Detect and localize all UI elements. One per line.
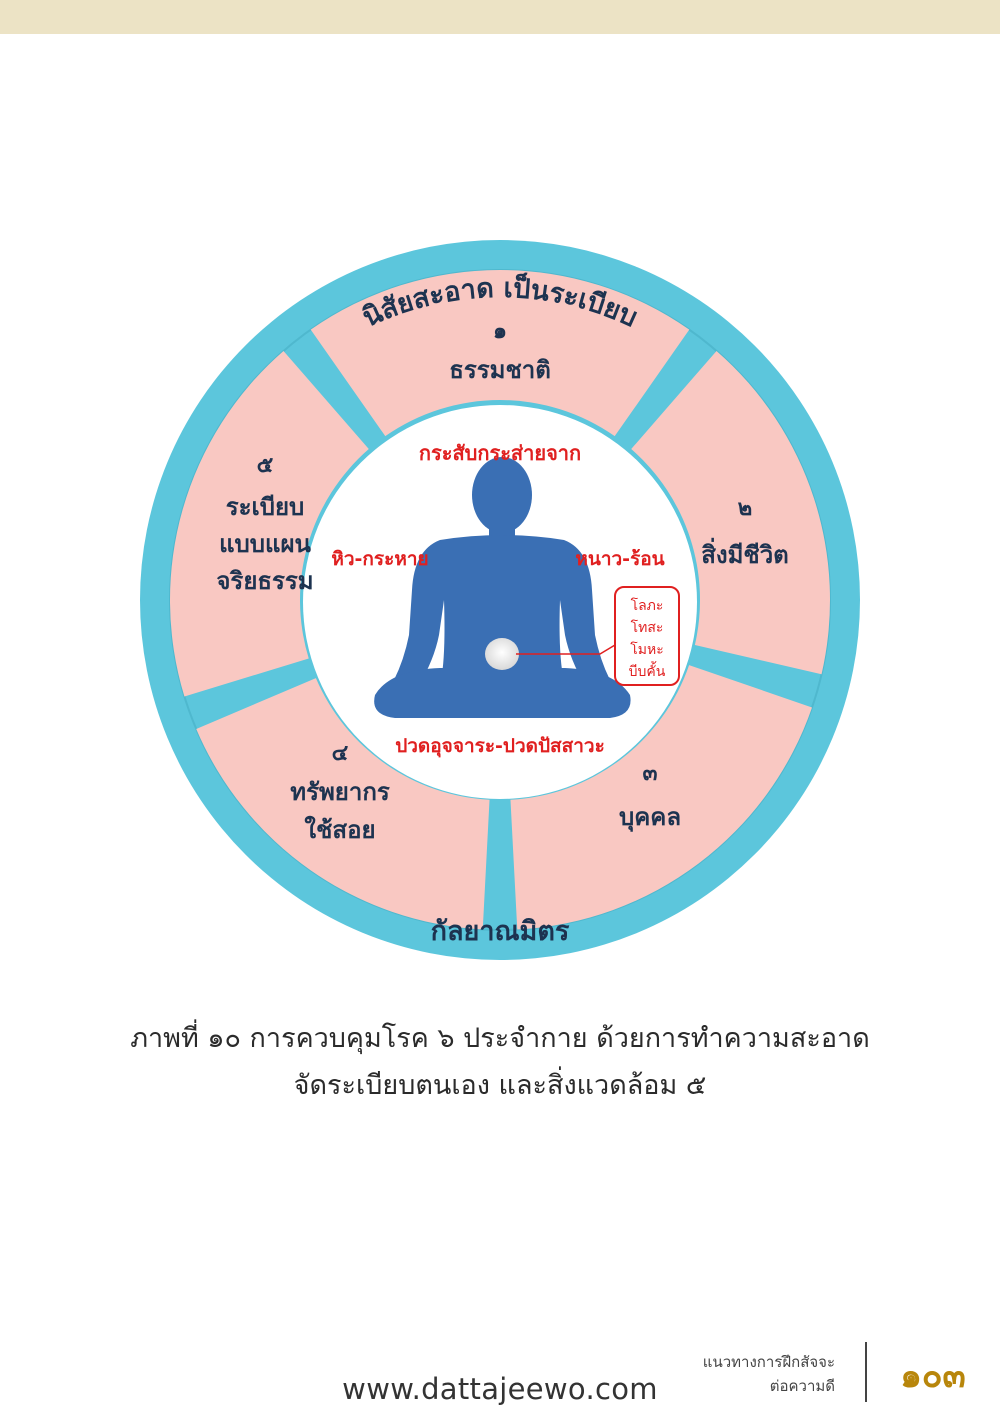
callout-line: [516, 644, 616, 655]
segment-2-title: สิ่งมีชีวิต: [701, 537, 789, 569]
segment-3-sector: [510, 665, 813, 930]
book-title-line-1: แนวทางการฝึกสัจจะ: [702, 1353, 835, 1371]
segment-4-sector: [196, 678, 490, 930]
segment-1-number: ๑: [493, 319, 507, 344]
top-header-band: [0, 0, 1000, 34]
footer-divider: [865, 1342, 867, 1402]
book-title-line-2: ต่อความดี: [769, 1377, 835, 1395]
callout-line-1: โลภะ: [631, 597, 664, 614]
segment-5-title-line3: จริยธรรม: [216, 567, 313, 595]
website-url: www.dattajeewo.com: [342, 1372, 658, 1406]
book-title: แนวทางการฝึกสัจจะ ต่อความดี: [600, 1350, 835, 1398]
caption-line-1: ภาพที่ ๑๐ การควบคุมโรค ๖ ประจำกาย ด้วยกา…: [130, 1023, 870, 1054]
callout-line-3: โมหะ: [630, 641, 664, 658]
segment-5-number: ๕: [257, 453, 274, 478]
segment-4-title-line1: ทรัพยากร: [290, 778, 390, 806]
segment-2-sector: [631, 350, 831, 675]
center-right-label: หนาว-ร้อน: [575, 548, 664, 570]
segment-3-number: ๓: [642, 761, 657, 786]
five-environments-diagram: นิสัยสะอาด เป็นระเบียบ กัลยาณมิตร ๑ ธรรม…: [140, 240, 860, 960]
segment-1-sector: [310, 270, 690, 437]
center-bottom-label: ปวดอุจจาระ-ปวดปัสสาวะ: [395, 735, 605, 758]
figure-caption: ภาพที่ ๑๐ การควบคุมโรค ๖ ประจำกาย ด้วยกา…: [60, 1015, 940, 1109]
center-left-label: หิว-กระหาย: [331, 548, 428, 570]
center-top-label: กระสับกระส่ายจาก: [419, 441, 581, 465]
segment-5-title-line1: ระเบียบ: [226, 493, 305, 521]
ring-bottom-label: กัลยาณมิตร: [431, 916, 570, 947]
segment-3-title: บุคคล: [619, 803, 681, 833]
callout-line-4: บีบคั้น: [629, 661, 666, 680]
segment-5-title-line2: แบบแผน: [219, 530, 311, 558]
callout-box: [614, 586, 680, 686]
navel-circle: [485, 638, 519, 670]
page-number: ๑๐๓: [900, 1356, 966, 1396]
segment-2-number: ๒: [738, 496, 753, 521]
meditating-figure-icon: [374, 457, 631, 718]
segment-1-title: ธรรมชาติ: [449, 356, 551, 384]
segment-4-title-line2: ใช้สอย: [304, 815, 375, 844]
segment-4-number: ๔: [332, 741, 349, 766]
segment-5-sector: [170, 350, 369, 697]
callout-line-2: โทสะ: [631, 619, 664, 636]
caption-line-2: จัดระเบียบตนเอง และสิ่งแวดล้อม ๕: [293, 1070, 707, 1101]
